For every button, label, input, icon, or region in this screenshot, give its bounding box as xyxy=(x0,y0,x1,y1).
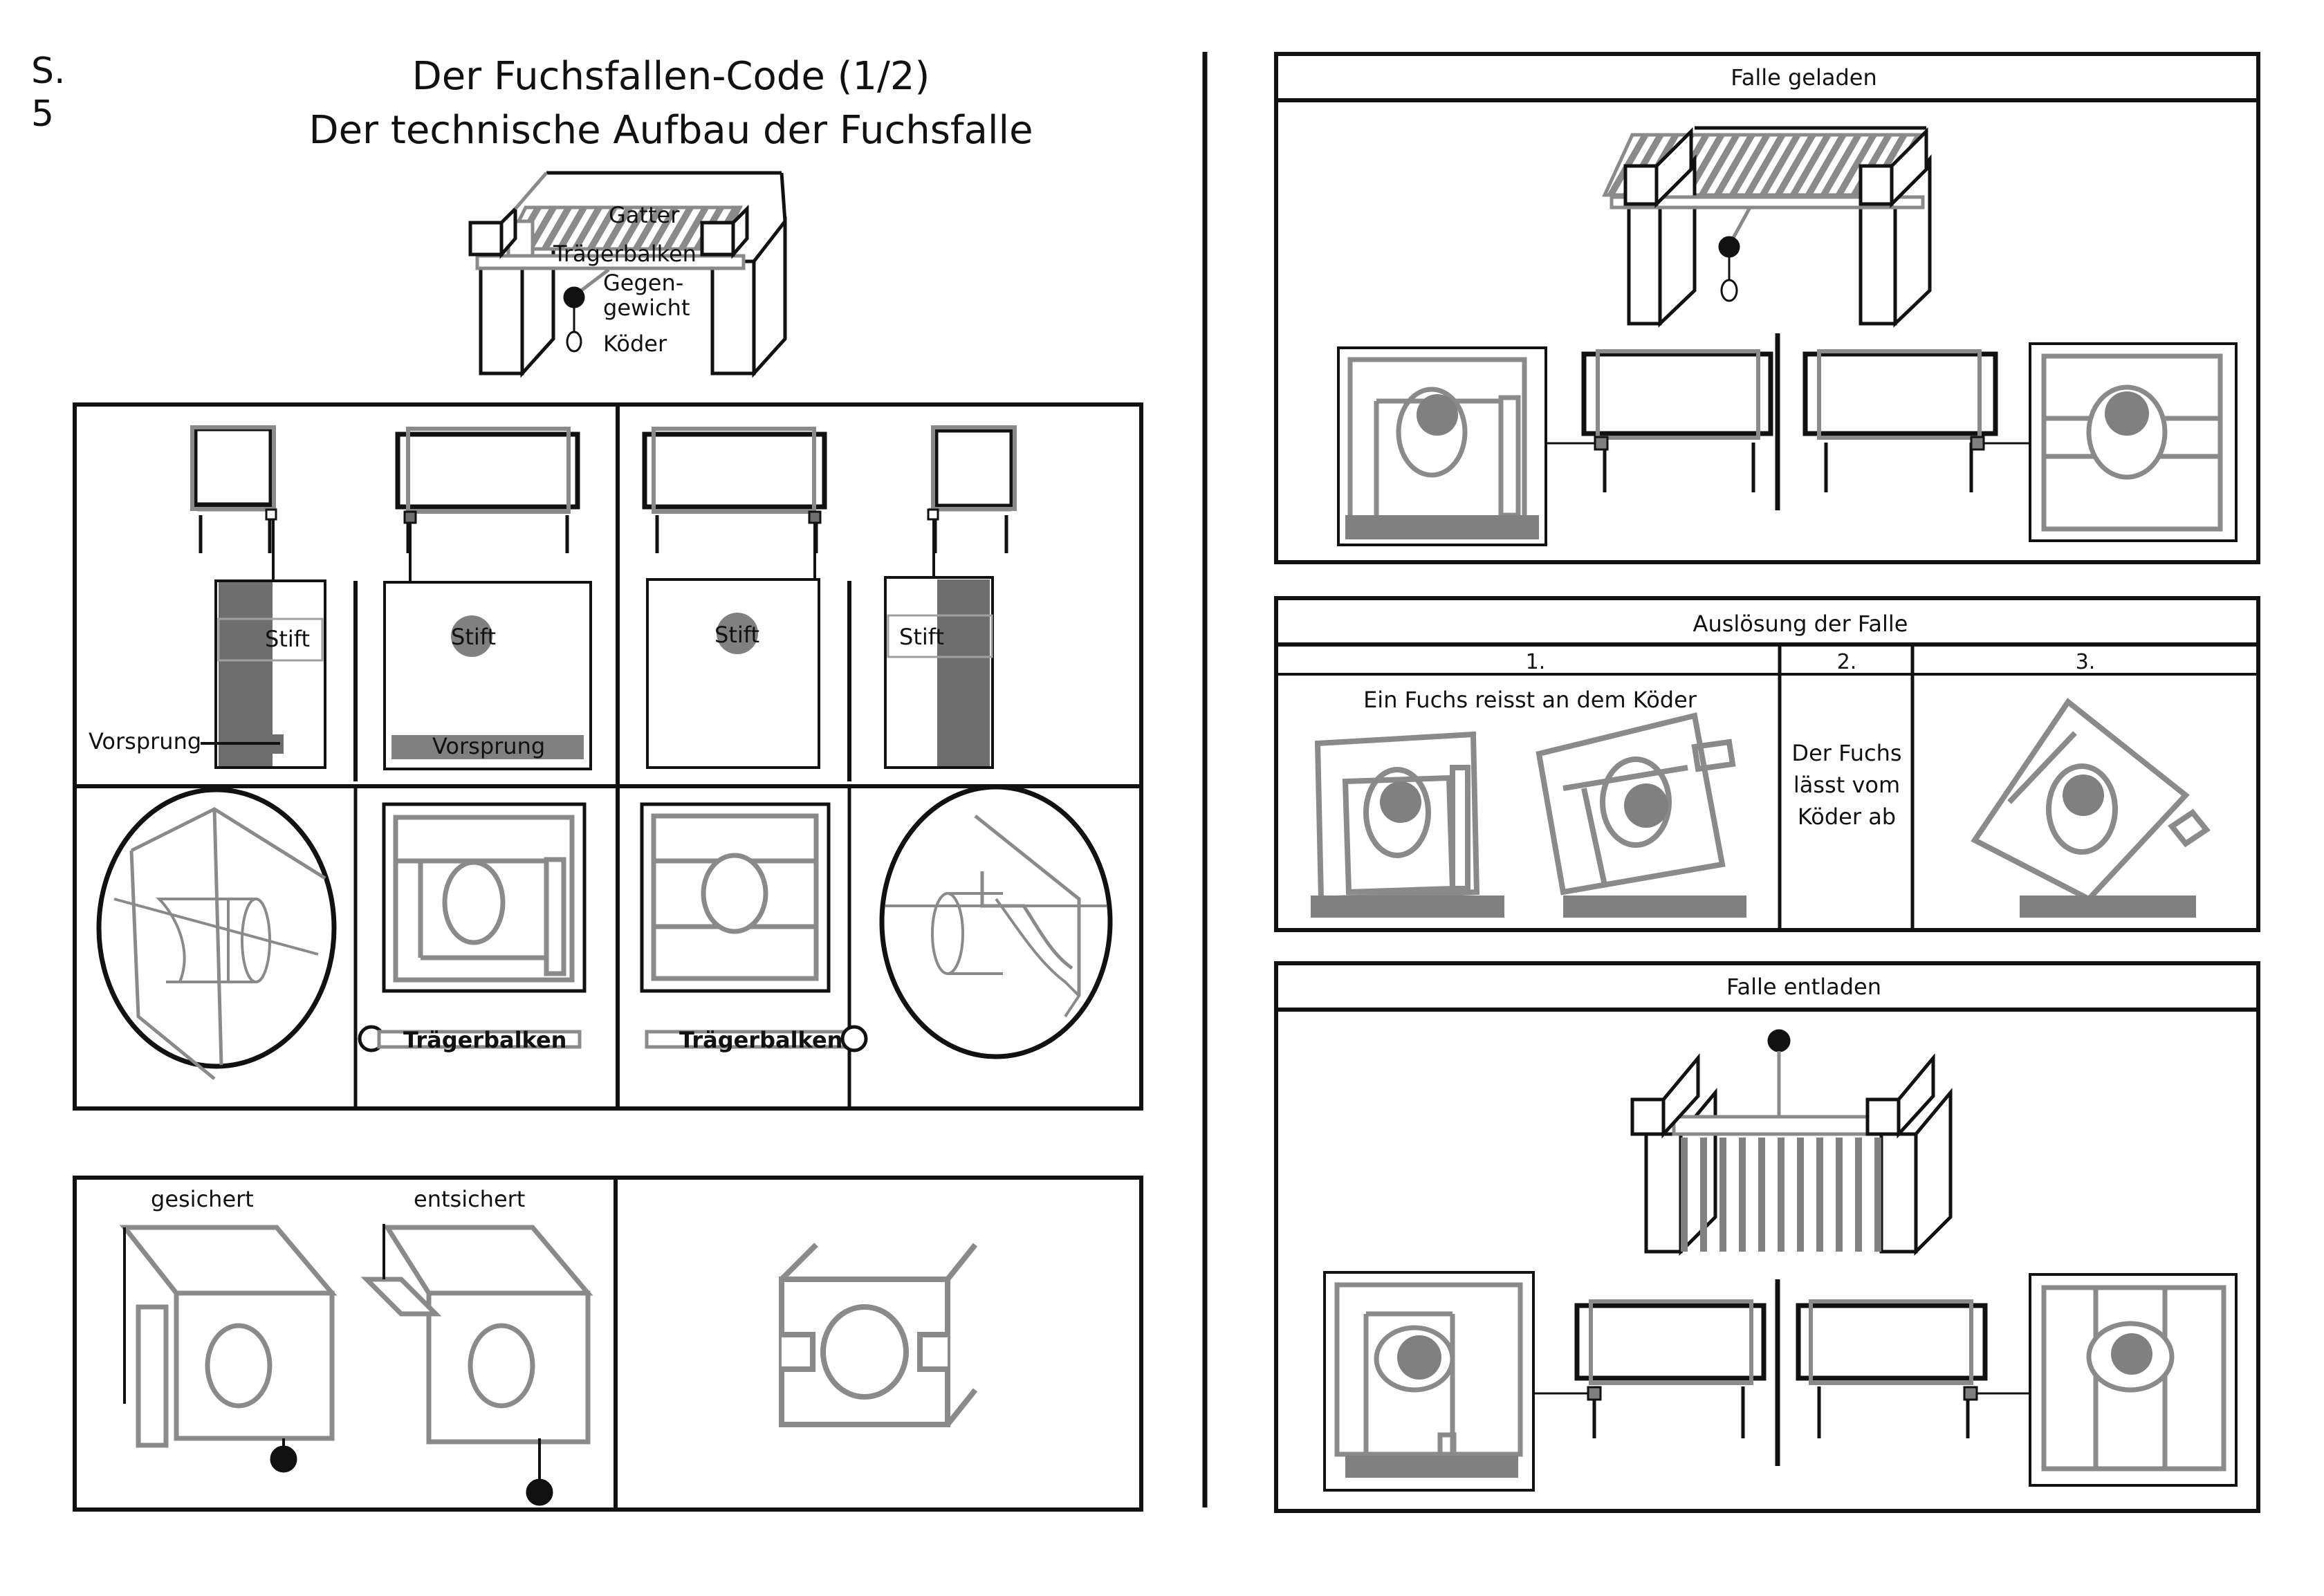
trap-overview xyxy=(468,171,787,378)
label-gegengewicht-1: Gegen- xyxy=(603,270,683,296)
label-vorsprung-1: Vorsprung xyxy=(89,728,201,754)
mech-cell-2 xyxy=(383,427,592,770)
ausloesung-step1-drawing-a xyxy=(1311,731,1504,918)
label-traegerbalken-left: Trägerbalken xyxy=(403,1027,566,1053)
label-vorsprung-2: Vorsprung xyxy=(432,733,545,759)
mech-zoom-right xyxy=(879,784,1113,1059)
page-number-line2: 5 xyxy=(31,93,55,135)
mech-block-front-right xyxy=(640,802,831,993)
label-gesichert: gesichert xyxy=(151,1186,254,1212)
mech-cell-4 xyxy=(884,425,1017,769)
mechanism-grid-frame xyxy=(73,402,1143,1111)
lock-entsichert-drawing xyxy=(360,1224,593,1506)
ausloesung-step-2: 2. xyxy=(1837,650,1857,674)
page-title: Der Fuchsfallen-Code (1/2) Der technisch… xyxy=(208,50,1134,158)
loaded-beam-left xyxy=(1546,349,1773,492)
falle-geladen-title: Falle geladen xyxy=(1731,64,1877,91)
label-gegengewicht-2: gewicht xyxy=(603,295,690,321)
trap-loaded-drawing xyxy=(1602,126,1932,328)
falle-geladen-frame xyxy=(1274,52,2260,564)
unloaded-beam-right xyxy=(1796,1299,2030,1438)
unloaded-block-right xyxy=(2029,1273,2238,1487)
ausloesung-step2-line2: lässt vom xyxy=(1793,772,1900,798)
mech-cell-1 xyxy=(190,425,326,769)
loaded-block-right xyxy=(2029,342,2238,542)
lock-block-drawing xyxy=(779,1243,978,1427)
title-line2: Der technische Aufbau der Fuchsfalle xyxy=(308,108,1033,153)
page-number: S. 5 xyxy=(31,50,66,136)
label-stift-2: Stift xyxy=(451,624,496,650)
lock-panel-frame xyxy=(73,1176,1143,1512)
label-koeder-overview: Köder xyxy=(603,331,667,357)
mech-zoom-left xyxy=(96,787,337,1080)
mech-cell-3 xyxy=(642,427,827,769)
ausloesung-step2-line1: Der Fuchs xyxy=(1791,740,1901,766)
trap-unloaded-drawing xyxy=(1630,1029,1953,1256)
ausloesung-step-1: 1. xyxy=(1526,650,1546,674)
label-stift-1: Stift xyxy=(265,626,310,652)
ausloesung-step3-drawing xyxy=(1971,698,2211,918)
ausloesung-frame xyxy=(1274,596,2260,932)
unloaded-beam-left xyxy=(1533,1299,1767,1438)
label-stift-4: Stift xyxy=(899,624,944,650)
falle-entladen-frame xyxy=(1274,961,2260,1513)
label-entsichert: entsichert xyxy=(414,1186,525,1212)
page-number-line1: S. xyxy=(31,50,66,92)
traegerbalken-rod-right xyxy=(645,1025,868,1052)
ausloesung-step1-text: Ein Fuchs reisst an dem Köder xyxy=(1363,687,1697,713)
mech-block-front-left xyxy=(382,802,587,993)
label-traegerbalken-overview: Trägerbalken xyxy=(553,241,697,267)
title-line1: Der Fuchsfallen-Code (1/2) xyxy=(412,54,930,99)
unloaded-block-left xyxy=(1323,1271,1535,1492)
loaded-block-left xyxy=(1337,346,1547,546)
ausloesung-step-3: 3. xyxy=(2076,650,2096,674)
ausloesung-title: Auslösung der Falle xyxy=(1693,611,1908,637)
label-stift-3: Stift xyxy=(714,622,759,648)
label-traegerbalken-right: Trägerbalken xyxy=(679,1027,842,1053)
traegerbalken-rod-left xyxy=(358,1025,582,1052)
ausloesung-step1-drawing-b xyxy=(1536,712,1746,918)
ausloesung-step2-line3: Köder ab xyxy=(1798,804,1896,830)
label-gatter: Gatter xyxy=(609,202,680,228)
lock-gesichert-drawing xyxy=(119,1225,338,1473)
loaded-beam-right xyxy=(1802,349,2030,492)
falle-entladen-title: Falle entladen xyxy=(1726,974,1881,1000)
